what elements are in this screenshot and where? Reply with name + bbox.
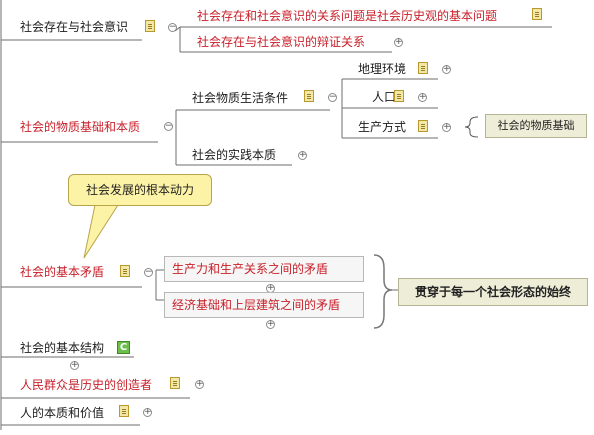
topic-geography[interactable]: 地理环境 <box>358 62 407 76</box>
note-icon[interactable] <box>119 405 129 417</box>
expand-icon[interactable]: + <box>394 37 403 47</box>
topic-material-conditions[interactable]: 社会物质生活条件 <box>192 91 289 105</box>
collapse-icon[interactable]: − <box>328 92 337 102</box>
node-box-economic-base[interactable]: 经济基础和上层建筑之间的矛盾 <box>164 292 364 318</box>
expand-icon[interactable]: + <box>70 360 79 370</box>
note-icon[interactable] <box>418 120 428 132</box>
collapse-icon[interactable]: − <box>144 267 153 277</box>
summary-throughout-all-forms[interactable]: 贯穿于每一个社会形态的始终 <box>398 278 588 306</box>
collapse-icon[interactable]: − <box>164 121 173 131</box>
topic-basic-question[interactable]: 社会存在和社会意识的关系问题是社会历史观的基本问题 <box>197 9 498 23</box>
collapse-icon[interactable]: − <box>168 22 177 32</box>
node-box-productive-forces[interactable]: 生产力和生产关系之间的矛盾 <box>164 256 364 282</box>
callout-fundamental-force[interactable]: 社会发展的根本动力 <box>68 174 212 206</box>
note-icon[interactable] <box>120 265 130 277</box>
topic-mode-of-production[interactable]: 生产方式 <box>358 120 407 134</box>
topic-practical-essence[interactable]: 社会的实践本质 <box>192 148 277 162</box>
topic-population[interactable]: 人口 <box>372 90 397 104</box>
expand-icon[interactable]: + <box>442 122 451 132</box>
expand-icon[interactable]: + <box>298 150 307 160</box>
expand-icon[interactable]: + <box>195 379 204 389</box>
topic-material-basis[interactable]: 社会的物质基础和本质 <box>20 120 141 134</box>
expand-icon[interactable]: + <box>143 407 152 417</box>
c-icon[interactable]: C <box>117 341 130 354</box>
expand-icon[interactable]: + <box>418 92 427 102</box>
note-icon[interactable] <box>418 62 428 74</box>
topic-human-essence-value[interactable]: 人的本质和价值 <box>20 406 105 420</box>
topic-masses-create-history[interactable]: 人民群众是历史的创造者 <box>20 378 153 392</box>
note-icon[interactable] <box>170 377 180 389</box>
summary-material-basis[interactable]: 社会的物质基础 <box>485 114 587 138</box>
topic-productive-forces: 生产力和生产关系之间的矛盾 <box>172 262 329 276</box>
topic-basic-contradiction[interactable]: 社会的基本矛盾 <box>20 265 105 279</box>
note-icon[interactable] <box>394 90 404 102</box>
expand-icon[interactable]: + <box>442 64 451 74</box>
note-icon[interactable] <box>304 90 314 102</box>
note-icon[interactable] <box>145 20 155 32</box>
topic-social-existence-consciousness[interactable]: 社会存在与社会意识 <box>20 20 129 34</box>
note-icon[interactable] <box>532 8 542 20</box>
topic-dialectical-relation[interactable]: 社会存在与社会意识的辩证关系 <box>197 35 366 49</box>
expand-icon[interactable]: + <box>266 319 275 329</box>
topic-basic-structure[interactable]: 社会的基本结构 <box>20 341 105 355</box>
topic-economic-base: 经济基础和上层建筑之间的矛盾 <box>172 298 341 312</box>
